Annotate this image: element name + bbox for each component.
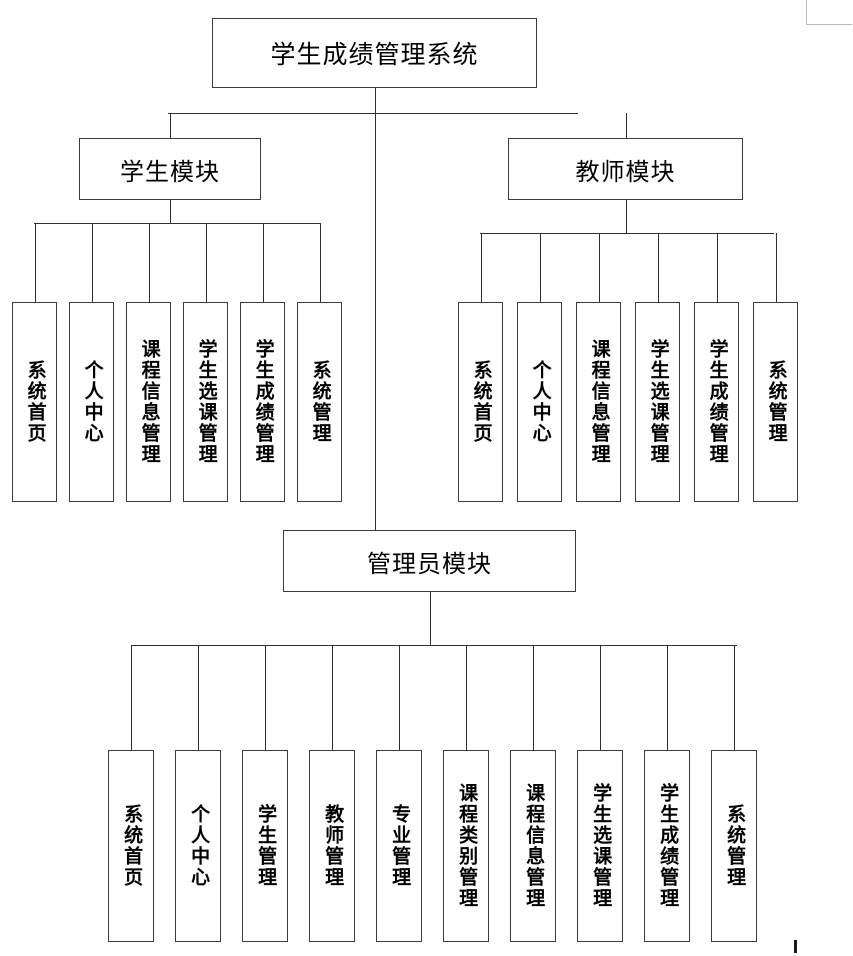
connector-leaf-drop bbox=[598, 233, 600, 302]
connector-leaf-drop bbox=[466, 645, 468, 750]
connector-leaf-drop bbox=[198, 645, 200, 750]
node-root-label: 学生成绩管理系统 bbox=[270, 41, 479, 69]
node-leaf-teacher[interactable]: 课程信息管理 bbox=[576, 302, 621, 502]
connector-top-bus bbox=[168, 113, 578, 115]
node-module-label: 管理员模块 bbox=[367, 550, 492, 578]
node-leaf-student[interactable]: 系统管理 bbox=[297, 302, 342, 502]
node-leaf-label: 课程信息管理 bbox=[588, 339, 610, 465]
node-leaf-label: 系统管理 bbox=[309, 360, 331, 444]
node-module-student[interactable]: 学生模块 bbox=[79, 138, 261, 200]
connector-leaf-drop bbox=[319, 223, 321, 302]
connector-root-stem bbox=[374, 88, 376, 113]
connector-stem-teacher bbox=[625, 200, 627, 233]
node-module-label: 学生模块 bbox=[120, 158, 220, 186]
node-leaf-teacher[interactable]: 系统首页 bbox=[458, 302, 503, 502]
connector-bus-admin bbox=[131, 645, 737, 647]
connector-leaf-drop bbox=[734, 645, 736, 750]
node-leaf-label: 学生成绩管理 bbox=[252, 339, 274, 465]
node-leaf-admin[interactable]: 系统管理 bbox=[711, 750, 757, 942]
node-leaf-admin[interactable]: 教师管理 bbox=[309, 750, 355, 942]
node-leaf-student[interactable]: 学生成绩管理 bbox=[240, 302, 285, 502]
connector-leaf-drop bbox=[667, 645, 669, 750]
node-leaf-teacher[interactable]: 个人中心 bbox=[517, 302, 562, 502]
node-leaf-admin[interactable]: 系统首页 bbox=[108, 750, 154, 942]
connector-leaf-drop bbox=[533, 645, 535, 750]
connector-leaf-drop bbox=[332, 645, 334, 750]
node-leaf-student[interactable]: 系统首页 bbox=[12, 302, 57, 502]
connector-leaf-drop bbox=[91, 223, 93, 302]
node-leaf-admin[interactable]: 课程类别管理 bbox=[443, 750, 489, 942]
connector-drop-admin bbox=[374, 113, 376, 530]
node-leaf-teacher[interactable]: 学生选课管理 bbox=[635, 302, 680, 502]
node-leaf-label: 系统首页 bbox=[470, 360, 492, 444]
node-leaf-admin[interactable]: 学生成绩管理 bbox=[644, 750, 690, 942]
node-leaf-label: 专业管理 bbox=[389, 804, 411, 888]
connector-stem-student bbox=[170, 200, 172, 223]
node-leaf-label: 个人中心 bbox=[529, 360, 551, 444]
node-module-label: 教师模块 bbox=[575, 158, 676, 186]
node-leaf-student[interactable]: 课程信息管理 bbox=[126, 302, 171, 502]
connector-leaf-drop bbox=[131, 645, 133, 750]
connector-leaf-drop bbox=[399, 645, 401, 750]
page-corner-mark-top-right bbox=[806, 0, 853, 26]
node-leaf-admin[interactable]: 学生管理 bbox=[242, 750, 288, 942]
connector-leaf-drop bbox=[775, 233, 777, 302]
connector-leaf-drop bbox=[148, 223, 150, 302]
node-leaf-admin[interactable]: 课程信息管理 bbox=[510, 750, 556, 942]
node-leaf-label: 课程类别管理 bbox=[456, 783, 478, 909]
node-leaf-label: 学生成绩管理 bbox=[657, 783, 679, 909]
connector-drop-teacher bbox=[625, 113, 627, 138]
node-leaf-label: 课程信息管理 bbox=[523, 783, 545, 909]
connector-leaf-drop bbox=[265, 645, 267, 750]
node-leaf-label: 学生选课管理 bbox=[647, 339, 669, 465]
node-leaf-label: 系统首页 bbox=[121, 804, 143, 888]
connector-leaf-drop bbox=[34, 223, 36, 302]
connector-bus-teacher bbox=[480, 233, 774, 235]
node-leaf-student[interactable]: 学生选课管理 bbox=[183, 302, 228, 502]
node-leaf-label: 课程信息管理 bbox=[138, 339, 160, 465]
node-leaf-label: 学生选课管理 bbox=[195, 339, 217, 465]
page-tick-mark-bottom-right bbox=[794, 940, 797, 953]
connector-leaf-drop bbox=[262, 223, 264, 302]
node-leaf-label: 个人中心 bbox=[81, 360, 103, 444]
node-leaf-admin[interactable]: 个人中心 bbox=[175, 750, 221, 942]
node-leaf-teacher[interactable]: 系统管理 bbox=[753, 302, 798, 502]
connector-stem-admin bbox=[429, 592, 431, 645]
node-leaf-label: 学生管理 bbox=[255, 804, 277, 888]
connector-leaf-drop bbox=[657, 233, 659, 302]
connector-bus-student bbox=[34, 223, 320, 225]
node-leaf-admin[interactable]: 学生选课管理 bbox=[577, 750, 623, 942]
connector-leaf-drop bbox=[716, 233, 718, 302]
node-leaf-label: 个人中心 bbox=[188, 804, 210, 888]
connector-leaf-drop bbox=[600, 645, 602, 750]
node-leaf-label: 系统管理 bbox=[765, 360, 787, 444]
node-leaf-label: 系统管理 bbox=[724, 804, 746, 888]
node-leaf-label: 学生成绩管理 bbox=[706, 339, 728, 465]
node-leaf-label: 系统首页 bbox=[24, 360, 46, 444]
node-module-admin[interactable]: 管理员模块 bbox=[283, 530, 576, 592]
node-leaf-label: 学生选课管理 bbox=[590, 783, 612, 909]
node-module-teacher[interactable]: 教师模块 bbox=[508, 138, 743, 200]
node-leaf-teacher[interactable]: 学生成绩管理 bbox=[694, 302, 739, 502]
connector-leaf-drop bbox=[205, 223, 207, 302]
node-root-system[interactable]: 学生成绩管理系统 bbox=[212, 18, 537, 88]
node-leaf-label: 教师管理 bbox=[322, 804, 344, 888]
connector-leaf-drop bbox=[539, 233, 541, 302]
connector-leaf-drop bbox=[480, 233, 482, 302]
node-leaf-admin[interactable]: 专业管理 bbox=[376, 750, 422, 942]
node-leaf-student[interactable]: 个人中心 bbox=[69, 302, 114, 502]
connector-drop-student bbox=[170, 113, 172, 138]
